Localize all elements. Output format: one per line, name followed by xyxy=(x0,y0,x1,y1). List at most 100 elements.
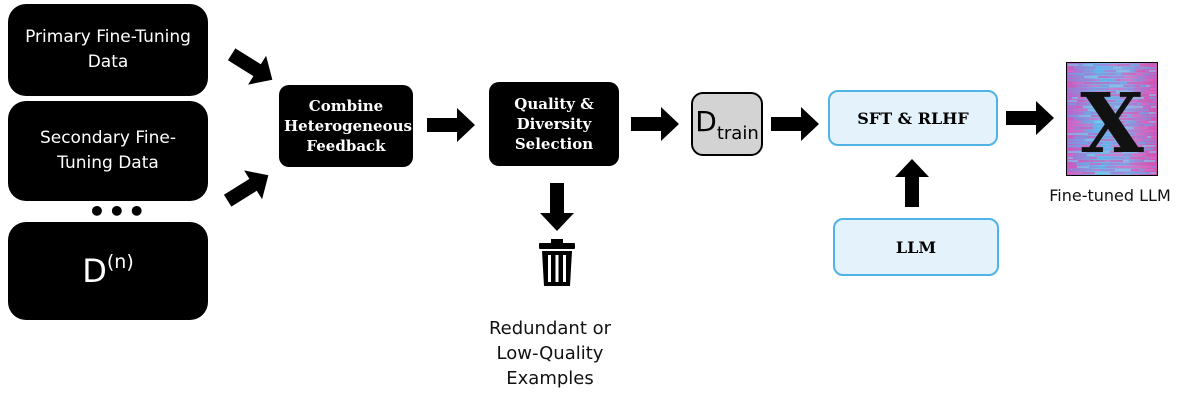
thumbnail-noise-stripe xyxy=(1068,157,1073,159)
thumbnail-noise-stripe xyxy=(1139,109,1149,111)
thumbnail-noise-stripe xyxy=(1123,85,1130,87)
thumbnail-noise-stripe xyxy=(1080,169,1093,171)
arrow-combine-to-selection xyxy=(427,108,475,142)
thumbnail-noise-stripe xyxy=(1090,103,1097,105)
thumbnail-noise-stripe xyxy=(1127,115,1132,117)
thumbnail-noise-stripe xyxy=(1090,163,1102,165)
thumbnail-noise-stripe xyxy=(1097,157,1112,159)
trash-can-icon xyxy=(539,239,575,286)
thumbnail-noise-stripe xyxy=(1104,118,1115,120)
thumbnail-noise-stripe xyxy=(1112,145,1127,147)
thumbnail-noise-stripe xyxy=(1068,79,1073,81)
thumbnail-noise-stripe xyxy=(1103,142,1112,144)
thumbnail-noise-stripe xyxy=(1085,139,1101,141)
thumbnail-noise-stripe xyxy=(1138,100,1153,102)
secondary-data-label: Secondary Fine-Tuning Data xyxy=(39,128,177,173)
arrow-selection-to-trash xyxy=(540,183,574,231)
arrow-llm-to-sft xyxy=(895,159,929,207)
thumbnail-noise-stripe xyxy=(1068,67,1074,69)
thumbnail-noise-stripe xyxy=(1124,127,1134,129)
thumbnail-noise-stripe xyxy=(1075,106,1083,108)
thumbnail-noise-stripe xyxy=(1085,97,1093,99)
primary-data-label: Primary Fine-Tuning Data xyxy=(25,27,191,72)
thumbnail-noise-stripe xyxy=(1120,79,1133,81)
thumbnail-noise-stripe xyxy=(1105,160,1110,162)
thumbnail-noise-stripe xyxy=(1141,121,1149,123)
thumbnail-noise-stripe xyxy=(1095,148,1104,150)
thumbnail-noise-stripe xyxy=(1101,139,1114,141)
thumbnail-noise-stripe xyxy=(1153,124,1156,126)
thumbnail-noise-stripe xyxy=(1103,169,1115,171)
thumbnail-noise-stripe xyxy=(1094,70,1104,72)
thumbnail-noise-stripe xyxy=(1076,103,1090,105)
thumbnail-noise-stripe xyxy=(1078,160,1091,162)
thumbnail-noise-stripe xyxy=(1072,97,1078,99)
thumbnail-noise-stripe xyxy=(1088,133,1093,135)
thumbnail-noise-stripe xyxy=(1104,136,1112,138)
thumbnail-noise-stripe xyxy=(1142,130,1151,132)
thumbnail-noise-stripe xyxy=(1095,73,1105,75)
thumbnail-noise-stripe xyxy=(1074,127,1079,129)
thumbnail-noise-stripe xyxy=(1115,118,1119,120)
thumbnail-noise-stripe xyxy=(1138,151,1145,153)
thumbnail-noise-stripe xyxy=(1074,118,1089,120)
thumbnail-noise-stripe xyxy=(1068,103,1076,105)
thumbnail-noise-stripe xyxy=(1105,97,1120,99)
arrow-dtrain-to-sft xyxy=(771,107,819,141)
thumbnail-noise-stripe xyxy=(1084,76,1098,78)
thumbnail-noise-stripe xyxy=(1068,145,1082,147)
thumbnail-noise-stripe xyxy=(1095,154,1107,156)
thumbnail-noise-stripe xyxy=(1079,94,1095,96)
arrow-selection-to-dtrain xyxy=(631,107,679,141)
thumbnail-noise-stripe xyxy=(1077,166,1089,168)
thumbnail-noise-stripe xyxy=(1083,106,1099,108)
thumbnail-noise-stripe xyxy=(1109,82,1116,84)
discard-caption: Redundant or Low-Quality Examples xyxy=(488,318,612,390)
thumbnail-noise-stripe xyxy=(1151,136,1156,138)
thumbnail-noise-stripe xyxy=(1115,73,1122,75)
thumbnail-noise-stripe xyxy=(1098,76,1109,78)
thumbnail-noise-stripe xyxy=(1113,67,1122,69)
thumbnail-noise-stripe xyxy=(1110,172,1125,174)
thumbnail-noise-stripe xyxy=(1073,151,1081,153)
thumbnail-noise-stripe xyxy=(1153,64,1156,66)
thumbnail-noise-stripe xyxy=(1104,70,1116,72)
thumbnail-noise-stripe xyxy=(1136,172,1151,174)
thumbnail-noise-stripe xyxy=(1082,172,1095,174)
thumbnail-noise-stripe xyxy=(1120,97,1128,99)
sft-rlhf-box: SFT & RLHF xyxy=(828,90,998,146)
thumbnail-noise-stripe xyxy=(1123,160,1129,162)
thumbnail-noise-stripe xyxy=(1095,88,1108,90)
thumbnail-noise-stripe xyxy=(1150,85,1156,87)
thumbnail-noise-stripe xyxy=(1081,151,1086,153)
thumbnail-noise-stripe xyxy=(1149,121,1156,123)
thumbnail-noise-stripe xyxy=(1083,79,1095,81)
thumbnail-noise-stripe xyxy=(1154,163,1156,165)
thumbnail-noise-stripe xyxy=(1093,169,1099,171)
thumbnail-noise-stripe xyxy=(1105,115,1115,117)
thumbnail-noise-stripe xyxy=(1146,154,1156,156)
secondary-data-box: Secondary Fine-Tuning Data xyxy=(8,101,208,201)
thumbnail-noise-stripe xyxy=(1134,127,1138,129)
thumbnail-noise-stripe xyxy=(1068,97,1072,99)
thumbnail-noise-stripe xyxy=(1068,76,1084,78)
thumbnail-noise-stripe xyxy=(1124,100,1133,102)
thumbnail-noise-stripe xyxy=(1134,88,1150,90)
thumbnail-noise-stripe xyxy=(1141,94,1149,96)
quality-diversity-selection-box: Quality & Diversity Selection xyxy=(489,82,619,166)
thumbnail-noise-stripe xyxy=(1129,112,1139,114)
thumbnail-noise-stripe xyxy=(1093,97,1105,99)
thumbnail-noise-stripe xyxy=(1126,130,1142,132)
thumbnail-noise-stripe xyxy=(1105,166,1116,168)
thumbnail-noise-stripe xyxy=(1100,136,1104,138)
thumbnail-noise-stripe xyxy=(1146,166,1151,168)
thumbnail-noise-stripe xyxy=(1081,121,1085,123)
thumbnail-noise-stripe xyxy=(1085,100,1089,102)
thumbnail-noise-stripe xyxy=(1089,100,1099,102)
thumbnail-noise-stripe xyxy=(1068,118,1074,120)
thumbnail-noise-stripe xyxy=(1101,115,1105,117)
thumbnail-noise-stripe xyxy=(1135,136,1142,138)
thumbnail-noise-stripe xyxy=(1128,97,1144,99)
thumbnail-noise-stripe xyxy=(1150,157,1156,159)
